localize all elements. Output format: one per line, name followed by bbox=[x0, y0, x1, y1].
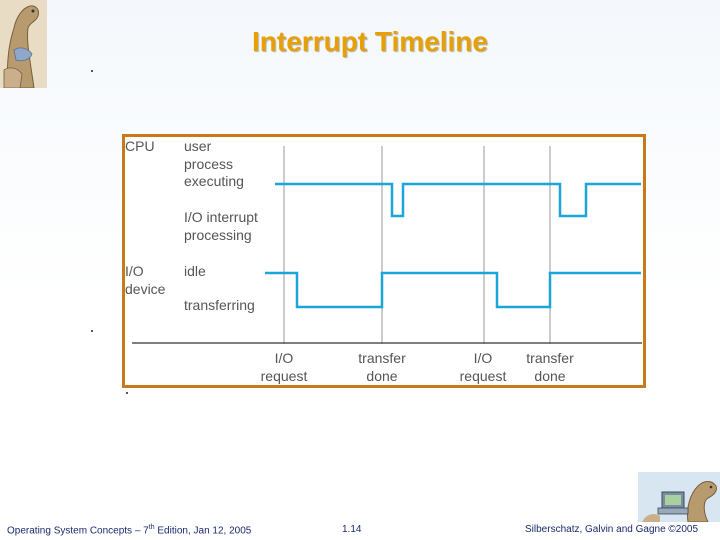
slide-title: Interrupt Timeline bbox=[252, 26, 488, 57]
event-label: done bbox=[366, 368, 397, 384]
state-label-user-process: process bbox=[184, 156, 233, 172]
footer-book-title-prefix: Operating System Concepts – 7 bbox=[7, 525, 149, 537]
io-device-signal-line bbox=[265, 271, 641, 309]
event-label: I/O bbox=[275, 350, 294, 366]
dinosaur-logo-icon bbox=[0, 0, 47, 88]
state-label-idle: idle bbox=[184, 263, 206, 279]
state-label-user-process: executing bbox=[184, 173, 244, 189]
state-label-transferring: transferring bbox=[184, 297, 255, 313]
cpu-signal-line bbox=[275, 182, 641, 218]
footer-book-title: Operating System Concepts – 7th Edition,… bbox=[7, 524, 251, 536]
cpu-row-label: CPU bbox=[125, 138, 155, 154]
event-label: request bbox=[261, 368, 308, 384]
diagram-background bbox=[122, 134, 646, 388]
bullet-dot bbox=[126, 392, 128, 394]
io-row-label: device bbox=[125, 281, 166, 297]
bullet-dot bbox=[91, 70, 93, 72]
event-label: done bbox=[534, 368, 565, 384]
state-label-user-process: user bbox=[184, 138, 212, 154]
dinosaur-computer-logo-icon bbox=[638, 472, 720, 522]
interrupt-timeline-diagram: CPU I/O device user process executing I/… bbox=[122, 134, 646, 388]
event-label: transfer bbox=[526, 350, 574, 366]
footer-book-title-sup: th bbox=[148, 524, 155, 531]
footer-copyright: Silberschatz, Galvin and Gagne ©2005 bbox=[525, 524, 699, 535]
io-row-label: I/O bbox=[125, 263, 144, 279]
event-label: transfer bbox=[358, 350, 406, 366]
state-label-interrupt-processing: I/O interrupt bbox=[184, 209, 258, 225]
footer-page-number: 1.14 bbox=[342, 524, 362, 535]
footer-book-title-suffix: Edition, Jan 12, 2005 bbox=[154, 525, 252, 537]
state-label-interrupt-processing: processing bbox=[184, 227, 252, 243]
event-label: request bbox=[460, 368, 507, 384]
event-label: I/O bbox=[474, 350, 493, 366]
bullet-dot bbox=[91, 330, 93, 332]
